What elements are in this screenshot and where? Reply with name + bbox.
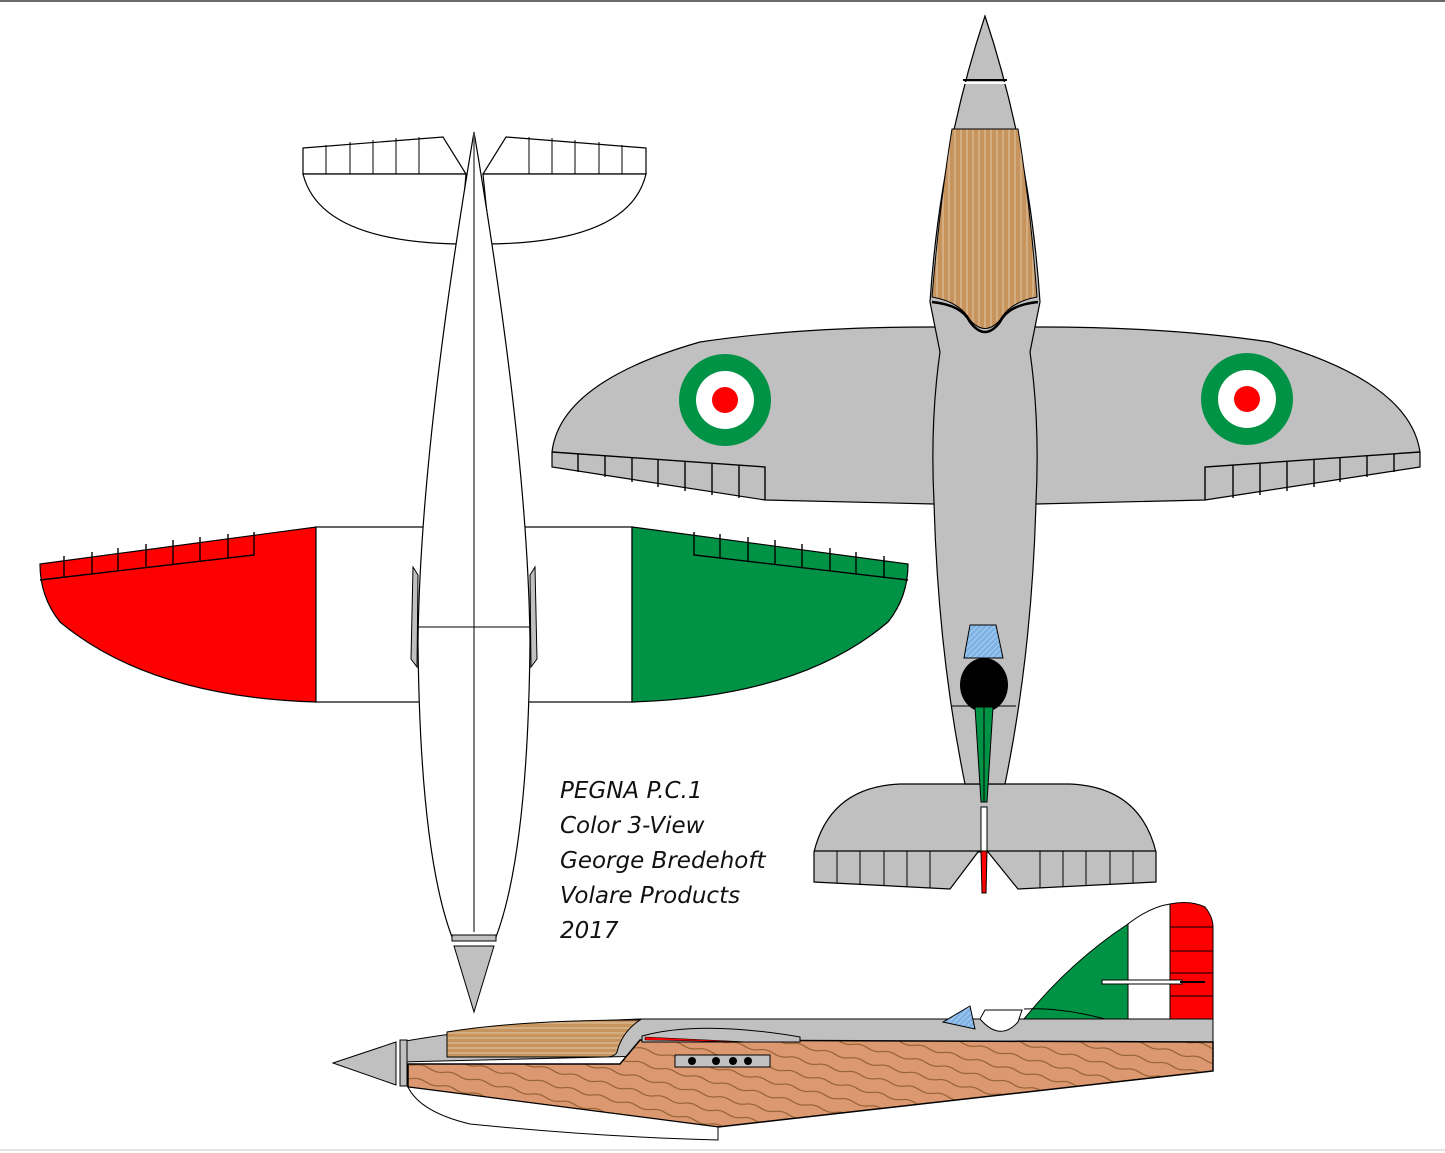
side-view-wood-cowling xyxy=(446,1019,642,1058)
title-subtitle: Color 3-View xyxy=(560,813,705,839)
top-view-wood-deck xyxy=(931,128,1038,329)
side-view xyxy=(331,902,1214,1141)
top-view-windscreen xyxy=(963,624,1004,659)
bottom-view-spinner xyxy=(453,945,495,1014)
bottom-wing-red-panel xyxy=(39,526,317,703)
title-year: 2017 xyxy=(560,918,619,944)
bottom-view xyxy=(39,131,909,1014)
top-view-fin-stripe-white xyxy=(980,806,988,852)
title-publisher: Volare Products xyxy=(560,883,741,909)
top-view xyxy=(551,14,1421,894)
top-view-fin-stripe-red xyxy=(980,850,988,894)
side-view-spinner xyxy=(331,1041,397,1086)
side-view-lower-hull xyxy=(407,1086,719,1141)
side-view-rudder-red xyxy=(1169,902,1214,1020)
side-view-exhaust xyxy=(674,1054,771,1068)
title-aircraft-name: PEGNA P.C.1 xyxy=(560,778,703,804)
bottom-view-tailplane xyxy=(302,136,647,245)
top-view-cockpit xyxy=(960,658,1008,712)
side-view-fin-white xyxy=(1127,903,1171,1020)
left-radiator-fairing xyxy=(410,565,419,669)
title-author: George Bredehoft xyxy=(560,848,766,874)
side-view-fin-green xyxy=(1022,923,1129,1020)
bottom-wing-green-panel xyxy=(631,526,909,703)
title-block: PEGNA P.C.1 Color 3-View George Bredehof… xyxy=(560,774,765,949)
side-view-wood-fuselage xyxy=(407,1039,1214,1128)
left-roundel xyxy=(679,354,771,446)
bottom-ailerons xyxy=(39,532,909,581)
right-roundel xyxy=(1201,353,1293,445)
side-view-windscreen xyxy=(941,1005,976,1030)
